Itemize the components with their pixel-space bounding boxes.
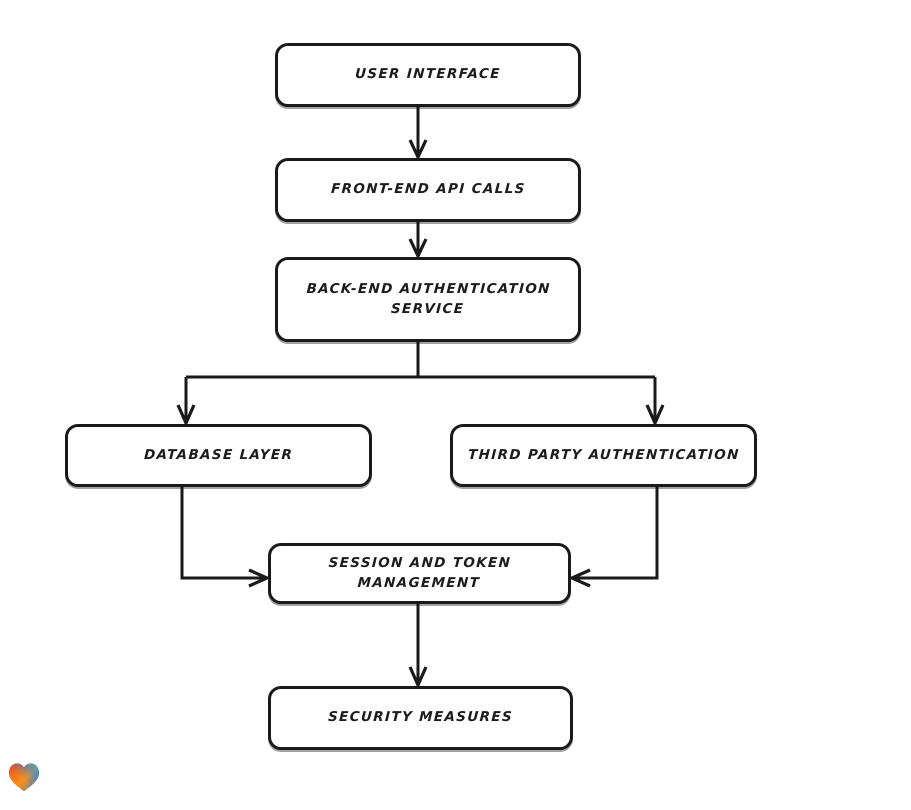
edge-front-end-api-calls-to-back-end-authentication-service <box>408 222 428 260</box>
edge-database-layer-to-session-and-token-management <box>180 487 271 588</box>
node-label-database-layer: Database Layer <box>143 446 294 463</box>
node-back-end-authentication-service[interactable]: Back-End Authentication Service <box>275 257 581 342</box>
node-label-front-end-api-calls: Front-End API Calls <box>330 181 526 198</box>
node-label-security-measures: Security Measures <box>327 709 514 726</box>
heart-icon[interactable] <box>8 762 40 792</box>
edge-user-interface-to-front-end-api-calls <box>408 107 428 161</box>
node-third-party-authentication[interactable]: Third Party Authentication <box>450 424 757 487</box>
node-label-user-interface: User Interface <box>354 66 502 83</box>
node-session-and-token-management[interactable]: Session and Token Management <box>268 543 571 604</box>
node-security-measures[interactable]: Security Measures <box>268 686 573 750</box>
node-label-back-end-authentication-service: Back-End Authentication Service <box>306 280 552 317</box>
node-label-session-and-token-management: Session and Token Management <box>328 554 512 591</box>
node-user-interface[interactable]: User Interface <box>275 43 581 107</box>
edge-third-party-authentication-to-session-and-token-management <box>568 487 659 588</box>
edge-back-end-authentication-service-split <box>176 342 665 427</box>
node-label-third-party-authentication: Third Party Authentication <box>467 446 740 463</box>
edge-session-and-token-management-to-security-measures <box>408 604 428 689</box>
node-front-end-api-calls[interactable]: Front-End API Calls <box>275 158 581 222</box>
heart-icon-fill <box>8 763 40 792</box>
node-database-layer[interactable]: Database Layer <box>65 424 372 487</box>
